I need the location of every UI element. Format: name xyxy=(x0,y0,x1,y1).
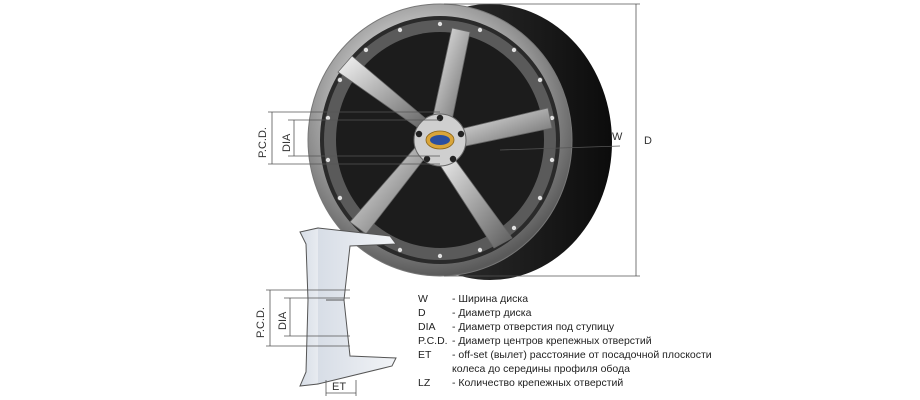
dimension-lines xyxy=(266,3,640,396)
label-w: W xyxy=(612,131,623,143)
legend-desc: - Диаметр центров крепежных отверстий xyxy=(452,335,652,347)
legend-desc: - Диаметр отверстия под ступицу xyxy=(452,321,615,333)
legend-abbr: P.C.D. xyxy=(418,335,448,347)
legend-desc: - Количество крепежных отверстий xyxy=(452,377,624,389)
legend-row: D - Диаметр диска xyxy=(418,306,718,320)
label-pcd-bottom: P.C.D. xyxy=(255,307,267,338)
wheel-spokes xyxy=(337,27,553,249)
rim-bolts xyxy=(325,21,555,259)
legend-row: ET - off-set (вылет) расстояние от посад… xyxy=(418,348,718,362)
label-et: ET xyxy=(332,381,346,393)
legend-row: LZ - Количество крепежных отверстий xyxy=(418,376,718,390)
legend-row-continuation: колеса до середины профиля обода xyxy=(418,362,718,376)
label-dia-bottom: DIA xyxy=(277,311,289,330)
legend: W - Ширина диска D - Диаметр диска DIA -… xyxy=(418,292,718,390)
legend-abbr: ET xyxy=(418,349,432,361)
legend-row: W - Ширина диска xyxy=(418,292,718,306)
legend-desc-continuation: колеса до середины профиля обода xyxy=(452,363,630,375)
legend-abbr: D xyxy=(418,307,426,319)
legend-desc: - Диаметр диска xyxy=(452,307,532,319)
legend-abbr: W xyxy=(418,293,428,305)
legend-row: DIA - Диаметр отверстия под ступицу xyxy=(418,320,718,334)
label-dia-top: DIA xyxy=(281,133,293,152)
legend-row: P.C.D. - Диаметр центров крепежных отвер… xyxy=(418,334,718,348)
legend-desc: - off-set (вылет) расстояние от посадочн… xyxy=(452,349,712,361)
legend-abbr: LZ xyxy=(418,377,431,389)
wheel-cross-section xyxy=(299,227,397,387)
legend-desc: - Ширина диска xyxy=(452,293,529,305)
legend-abbr: DIA xyxy=(418,321,436,333)
label-pcd-top: P.C.D. xyxy=(257,127,269,158)
label-d: D xyxy=(644,135,652,147)
wheel-illustration xyxy=(307,3,612,280)
